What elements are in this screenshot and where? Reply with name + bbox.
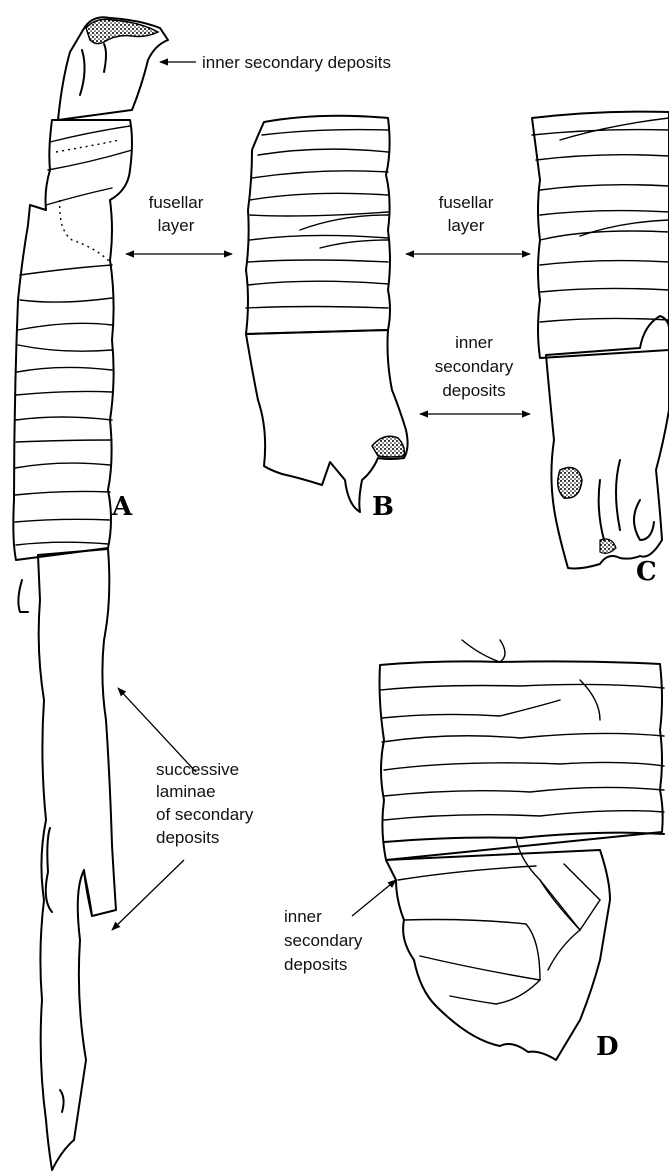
specimen-b-fusellar <box>246 116 390 334</box>
label-successive-2: laminae <box>156 782 216 801</box>
panel-label-d: D <box>596 1032 619 1062</box>
label-inner-secondary-d-1: inner <box>284 907 322 926</box>
label-successive-3: of secondary <box>156 805 254 824</box>
label-successive-1: successive <box>156 760 239 779</box>
specimen-c: C <box>532 112 669 587</box>
label-inner-secondary-mid-1: inner <box>455 333 493 352</box>
specimen-b-cavity <box>372 436 404 457</box>
arrow-successive-down <box>112 860 184 930</box>
label-inner-secondary-d-3: deposits <box>284 955 347 974</box>
panel-label-c: C <box>636 557 657 587</box>
specimen-c-cavity <box>558 468 582 499</box>
specimen-d-deposits <box>386 850 610 1060</box>
panel-label-b: B <box>372 492 394 522</box>
label-fusellar-layer-1: fusellar <box>149 193 204 212</box>
label-fusellar-layer-2b: layer <box>448 216 485 235</box>
specimen-d-fusellar <box>380 661 663 860</box>
arrow-inner-secondary-d <box>352 880 396 916</box>
label-inner-secondary-mid-2: secondary <box>435 357 514 376</box>
specimen-b-deposits <box>246 330 408 512</box>
label-inner-secondary-d-2: secondary <box>284 931 363 950</box>
specimen-d: D <box>380 640 665 1062</box>
label-inner-secondary-top: inner secondary deposits <box>202 53 391 72</box>
specimen-c-cavity-2 <box>600 539 616 553</box>
specimen-b: B <box>246 116 408 522</box>
label-inner-secondary-mid-3: deposits <box>442 381 505 400</box>
label-fusellar-layer-2: fusellar <box>439 193 494 212</box>
specimen-a-lower-body <box>38 549 116 1170</box>
label-fusellar-layer-1b: layer <box>158 216 195 235</box>
label-successive-4: deposits <box>156 828 219 847</box>
panel-label-a: A <box>111 492 133 522</box>
specimen-a: A <box>13 17 168 1170</box>
